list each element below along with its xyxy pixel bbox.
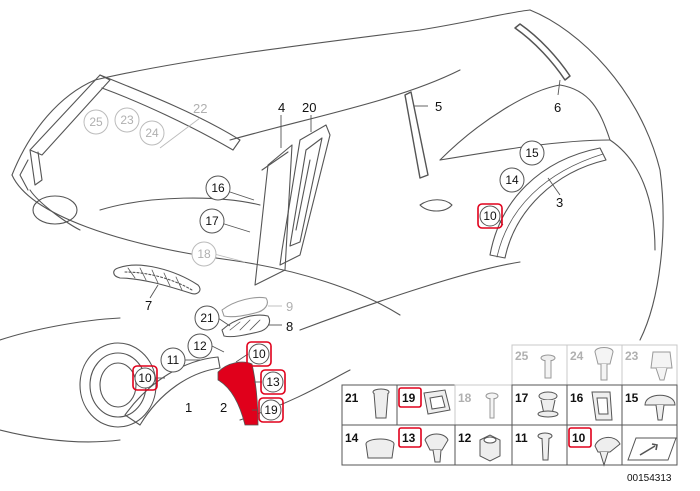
label-4: 4 (278, 100, 285, 115)
a-pillar-cover-20 (279, 124, 331, 266)
fastener-14 (365, 438, 395, 459)
svg-text:11: 11 (515, 431, 528, 445)
svg-text:19: 19 (402, 391, 416, 405)
label-6: 6 (554, 100, 561, 115)
hood-vent-7 (113, 264, 201, 295)
svg-text:18: 18 (197, 247, 211, 261)
part-labels: 1 2 3 4 5 6 7 8 9 20 22 (145, 99, 563, 415)
rear-wheel-arch-3 (489, 147, 607, 259)
svg-text:21: 21 (200, 311, 214, 325)
fastener-18 (485, 392, 499, 419)
callout-12: 12 (187, 333, 213, 359)
a-pillar-trim-4 (254, 144, 293, 286)
callout-15: 15 (519, 140, 545, 166)
svg-text:15: 15 (625, 391, 639, 405)
callout-17: 17 (199, 208, 225, 234)
svg-text:23: 23 (120, 113, 134, 127)
callout-10-rear: 10 (477, 203, 503, 229)
label-20: 20 (302, 100, 316, 115)
svg-text:16: 16 (570, 391, 584, 405)
callout-13: 13 (260, 369, 286, 395)
svg-text:12: 12 (193, 339, 207, 353)
fastener-24 (594, 347, 614, 381)
svg-text:15: 15 (525, 146, 539, 160)
fastener-12 (479, 434, 501, 462)
callout-24: 24 (139, 120, 165, 146)
fastener-13 (424, 433, 449, 463)
svg-text:24: 24 (570, 349, 584, 363)
fastener-23 (650, 351, 673, 381)
direction-arrow-icon (627, 437, 677, 461)
windshield-seal-22 (19, 74, 241, 191)
b-pillar-trim-5 (404, 91, 429, 179)
fastener-17 (537, 391, 559, 418)
svg-text:23: 23 (625, 349, 639, 363)
grid-highlights (398, 387, 592, 448)
svg-text:10: 10 (483, 209, 497, 223)
callout-19: 19 (258, 397, 284, 423)
svg-text:11: 11 (167, 353, 180, 367)
callout-14: 14 (499, 167, 525, 193)
label-22: 22 (193, 101, 207, 116)
fastener-19 (423, 389, 451, 415)
inner-wheel-arch-2 (217, 361, 259, 426)
svg-text:24: 24 (145, 126, 159, 140)
svg-text:25: 25 (515, 349, 529, 363)
callout-18: 18 (191, 241, 217, 267)
fastener-10 (594, 437, 621, 467)
svg-text:19: 19 (264, 403, 278, 417)
callout-21: 21 (194, 305, 220, 331)
fastener-grid: 25 24 23 21 19 18 17 16 15 14 13 12 11 1… (341, 344, 678, 484)
svg-text:18: 18 (458, 391, 472, 405)
label-3: 3 (556, 195, 563, 210)
fastener-21 (372, 388, 390, 419)
svg-text:12: 12 (458, 431, 472, 445)
svg-text:17: 17 (205, 214, 219, 228)
fastener-16 (591, 391, 613, 421)
callout-10-arch: 10 (246, 341, 272, 367)
fastener-11 (537, 432, 553, 461)
fastener-25 (540, 354, 556, 379)
svg-text:13: 13 (402, 431, 416, 445)
front-wheel-arch-1 (124, 356, 221, 426)
callout-10-front: 10 (132, 365, 158, 391)
svg-text:14: 14 (345, 431, 359, 445)
svg-text:21: 21 (345, 391, 359, 405)
svg-text:25: 25 (89, 115, 103, 129)
circle-callouts: 25 23 24 16 17 18 15 14 (83, 107, 545, 423)
svg-text:10: 10 (138, 371, 152, 385)
svg-text:17: 17 (515, 391, 529, 405)
label-2: 2 (220, 400, 227, 415)
callout-23: 23 (114, 107, 140, 133)
callout-16: 16 (205, 175, 231, 201)
svg-text:14: 14 (505, 173, 519, 187)
label-1: 1 (185, 400, 192, 415)
label-9: 9 (286, 299, 293, 314)
callout-11: 11 (160, 347, 186, 373)
svg-text:10: 10 (572, 431, 586, 445)
label-7: 7 (145, 298, 152, 313)
label-8: 8 (286, 319, 293, 334)
side-grille-8 (221, 314, 271, 338)
callout-25: 25 (83, 109, 109, 135)
roof-rail-6 (514, 23, 571, 81)
svg-text:16: 16 (211, 181, 225, 195)
grid-labels: 25 24 23 21 19 18 17 16 15 14 13 12 11 1… (345, 349, 639, 445)
document-number: 00154313 (627, 473, 672, 484)
svg-text:13: 13 (266, 375, 280, 389)
svg-text:10: 10 (252, 347, 266, 361)
fastener-15 (644, 394, 676, 421)
label-5: 5 (435, 99, 442, 114)
side-indicator-9 (221, 296, 268, 318)
